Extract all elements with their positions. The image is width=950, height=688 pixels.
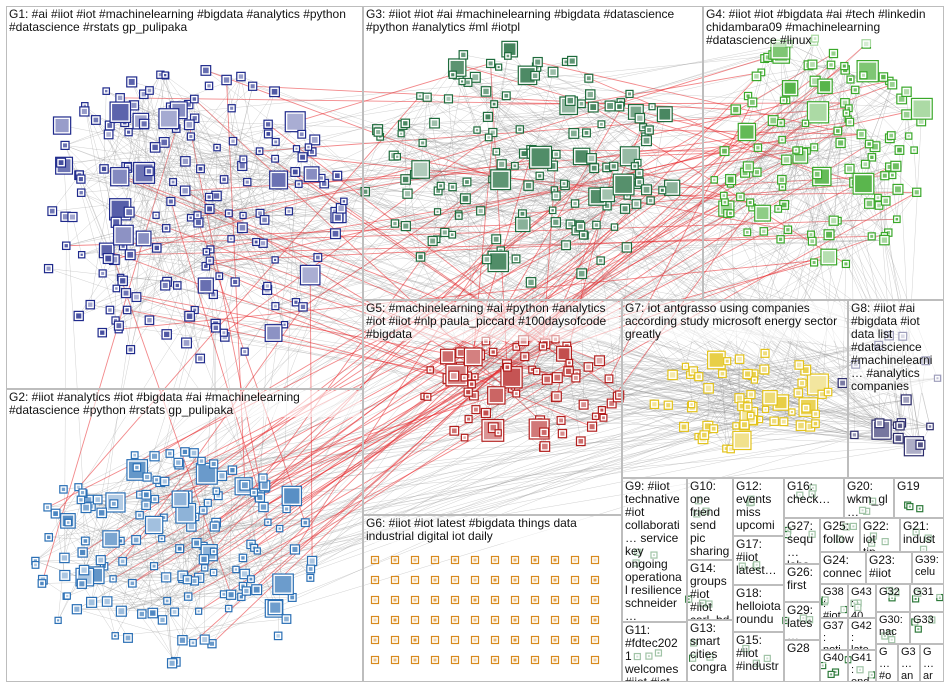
group-label-g4: G4: #iiot #iot #bigdata #ai #tech #linke…	[706, 8, 941, 47]
group-box-g11: G11: #fdtec2021 welcomes #iiot #iot…	[622, 622, 687, 682]
group-label-g-a: G… #o… #i…	[879, 646, 895, 682]
group-box-g5: G5: #machinelearning #ai #python #analyt…	[363, 300, 622, 515]
group-label-g5: G5: #machinelearning #ai #python #analyt…	[366, 302, 619, 341]
group-box-g41: G41: end…	[848, 650, 876, 682]
group-label-g14: G14: groups #iot #iiot carl_bd…	[690, 562, 730, 620]
group-box-g10: G10: one friend send pic sharing…	[687, 478, 733, 560]
group-box-g33: G33	[910, 612, 944, 644]
group-label-g13: G13: smart cities congra…	[690, 622, 730, 682]
group-box-g-c: G… ar…	[920, 644, 944, 682]
group-box-g-a: G… #o… #i…	[876, 644, 898, 682]
group-label-g8: G8: #iiot #ai #bigdata #iot data list #d…	[851, 302, 941, 393]
group-label-g25: G25: follow…	[823, 520, 857, 552]
group-label-g16: G16: check…	[787, 480, 841, 506]
group-box-g17: G17: #iiot latest…	[733, 536, 784, 585]
group-label-g17: G17: #iiot latest…	[736, 538, 781, 577]
group-box-g16: G16: check…	[784, 478, 844, 518]
group-box-g21: G21: indust…	[900, 518, 944, 552]
group-box-g9: G9: #iiot technative #iot collaborati… s…	[622, 478, 687, 622]
group-box-g1: G1: #ai #iiot #iot #machinelearning #big…	[6, 6, 363, 389]
group-label-g37: G37: noti…	[823, 620, 845, 650]
group-box-g37: G37: noti…	[820, 618, 848, 650]
group-box-g3: G3: #iiot #iot #ai #machinelearning #big…	[363, 6, 703, 300]
group-box-g32: G32	[876, 584, 910, 612]
group-label-g40: G40	[823, 652, 845, 664]
group-label-g26: G26: first	[787, 566, 817, 592]
group-label-g27: G27: sequ… labs…	[787, 520, 817, 564]
group-label-g20: G20: wkm_gl…	[847, 480, 891, 518]
group-label-g39: G39: celu	[915, 554, 941, 578]
group-box-g30: G30: nac…	[876, 612, 910, 644]
group-label-g29: G29: lates…	[787, 604, 817, 640]
group-label-g3: G3: #iiot #iot #ai #machinelearning #big…	[366, 8, 700, 34]
group-box-g28: G28	[784, 640, 820, 682]
group-box-g12: G12: events miss upcomi…	[733, 478, 784, 536]
group-box-g6: G6: #iiot #iot latest #bigdata things da…	[363, 515, 622, 682]
group-label-g12: G12: events miss upcomi…	[736, 480, 781, 536]
group-box-g14: G14: groups #iot #iiot carl_bd…	[687, 560, 733, 620]
group-box-g22: G22: iot tip…	[860, 518, 900, 552]
group-box-g31: G31	[910, 584, 944, 612]
group-box-g25: G25: follow…	[820, 518, 860, 552]
group-label-g23: G23: #iiot	[869, 554, 909, 580]
group-label-g9: G9: #iiot technative #iot collaborati… s…	[625, 480, 684, 622]
group-box-g15: G15: #iiot #industr…	[733, 632, 784, 682]
group-label-g30: G30: nac…	[879, 614, 907, 644]
group-label-g2: G2: #iiot #analytics #iot #bigdata #ai #…	[9, 391, 360, 417]
group-label-g11: G11: #fdtec2021 welcomes #iiot #iot…	[625, 624, 684, 682]
group-box-g18: G18: helloiota roundu…	[733, 585, 784, 632]
group-label-g7: G7: iot antgrasso using companies accord…	[625, 302, 845, 341]
group-label-g24: G24: connec…	[823, 554, 863, 584]
group-box-g8: G8: #iiot #ai #bigdata #iot data list #d…	[848, 300, 944, 478]
group-box-g19: G19	[894, 478, 944, 518]
group-label-g43: G43: 40…	[851, 586, 873, 618]
group-label-g19: G19	[897, 480, 941, 493]
group-box-g42: G42: late…	[848, 618, 876, 650]
group-box-g39: G39: celu	[912, 552, 944, 584]
group-label-g18: G18: helloiota roundu…	[736, 587, 781, 632]
group-box-g43: G43: 40…	[848, 584, 876, 618]
group-label-g-b: G3… an… qu…	[901, 646, 917, 682]
group-box-g20: G20: wkm_gl…	[844, 478, 894, 518]
group-box-g2: G2: #iiot #analytics #iot #bigdata #ai #…	[6, 389, 363, 682]
group-label-g1: G1: #ai #iiot #iot #machinelearning #big…	[9, 8, 360, 34]
group-box-g40: G40	[820, 650, 848, 682]
group-label-g32: G32	[879, 586, 907, 598]
group-label-g-c: G… ar…	[923, 646, 941, 682]
group-box-g24: G24: connec…	[820, 552, 866, 584]
group-box-g7: G7: iot antgrasso using companies accord…	[622, 300, 848, 478]
group-label-g31: G31	[913, 586, 941, 598]
group-box-g38: G38: #iot…	[820, 584, 848, 618]
group-box-g13: G13: smart cities congra…	[687, 620, 733, 682]
group-label-g6: G6: #iiot #iot latest #bigdata things da…	[366, 517, 619, 543]
group-box-g4: G4: #iiot #iot #bigdata #ai #tech #linke…	[703, 6, 944, 300]
group-label-g41: G41: end…	[851, 652, 873, 682]
group-box-g23: G23: #iiot	[866, 552, 912, 584]
group-label-g15: G15: #iiot #industr…	[736, 634, 781, 682]
group-label-g33: G33	[913, 614, 941, 626]
group-label-g38: G38: #iot…	[823, 586, 845, 618]
group-box-g27: G27: sequ… labs…	[784, 518, 820, 564]
group-label-g22: G22: iot tip…	[863, 520, 897, 552]
group-box-g26: G26: first	[784, 564, 820, 602]
group-label-g28: G28	[787, 642, 817, 655]
group-label-g21: G21: indust…	[903, 520, 941, 552]
group-box-g-b: G3… an… qu…	[898, 644, 920, 682]
group-label-g10: G10: one friend send pic sharing…	[690, 480, 730, 560]
group-label-g42: G42: late…	[851, 620, 873, 650]
group-box-g29: G29: lates…	[784, 602, 820, 640]
